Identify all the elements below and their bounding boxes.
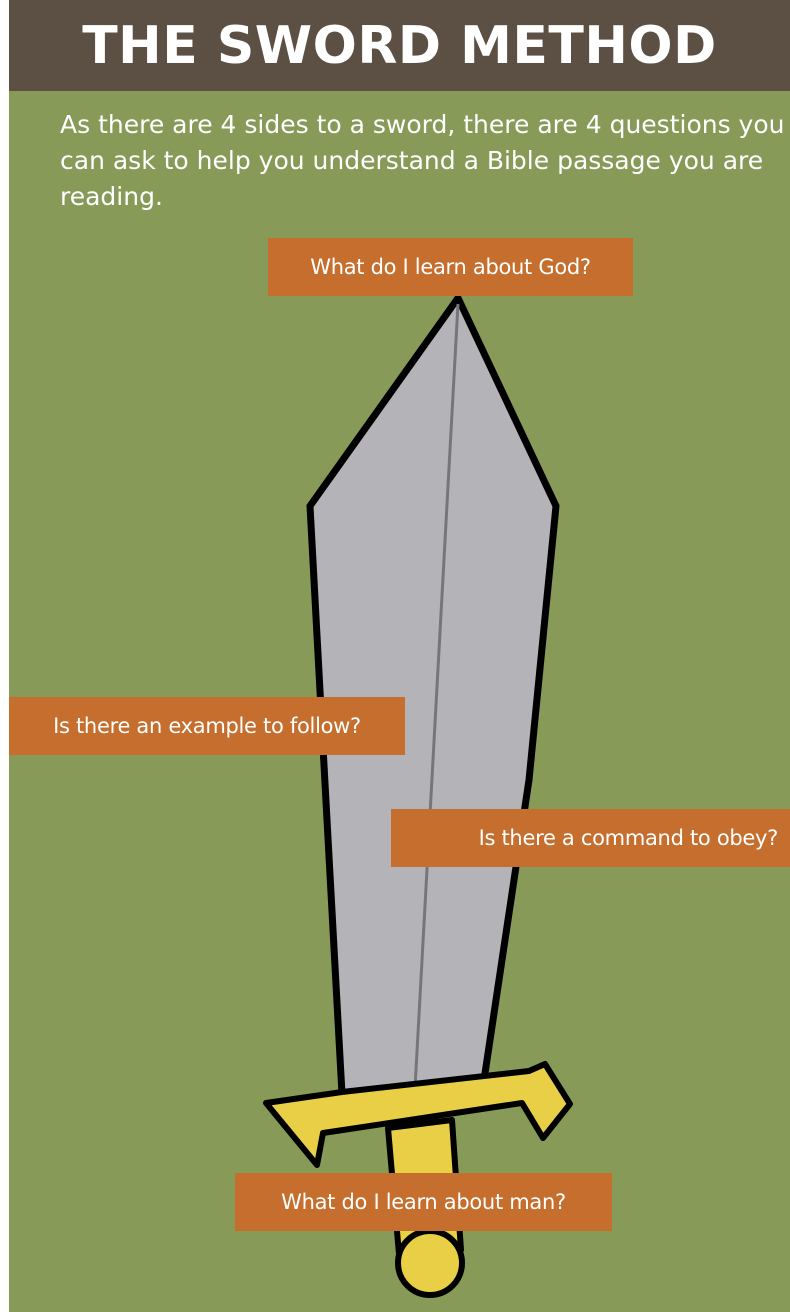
sword-pommel	[395, 1228, 465, 1298]
infographic-canvas: THE SWORD METHOD As there are 4 sides to…	[9, 0, 790, 1312]
question-learn-about-man: What do I learn about man?	[235, 1173, 612, 1231]
page-title: THE SWORD METHOD	[82, 16, 717, 76]
sword-crossguard	[263, 1061, 573, 1168]
question-learn-about-god: What do I learn about God?	[268, 238, 633, 296]
sword-blade-ridge	[413, 303, 460, 1089]
header-bar: THE SWORD METHOD	[9, 0, 790, 91]
question-command-to-obey: Is there a command to obey?	[391, 809, 790, 867]
sword-blade	[306, 291, 560, 1098]
question-example-to-follow: Is there an example to follow?	[9, 697, 405, 755]
sword-illustration	[263, 291, 573, 1298]
intro-text: As there are 4 sides to a sword, there a…	[60, 110, 785, 211]
